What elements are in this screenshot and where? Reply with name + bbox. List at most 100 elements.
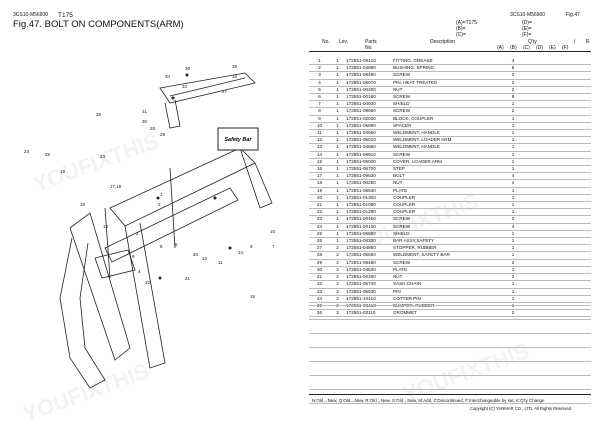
cell-qty-empty (549, 143, 560, 152)
cell-qty-empty (549, 71, 560, 80)
cell-qty-empty (549, 122, 560, 131)
cell-qty-empty (549, 58, 560, 66)
cell-qty-empty (559, 237, 571, 246)
cell-parts-no: 172551-00160 (345, 223, 392, 231)
cell-description: COUPLER (391, 194, 508, 203)
cell-qty-empty (549, 280, 560, 289)
cell-qty-a: 1 (507, 129, 519, 138)
cell-description: BAR ASSY,SAFETY (391, 237, 508, 246)
col-description: Description (430, 39, 456, 45)
cell-qty-empty (549, 288, 560, 296)
cell-qty-a: 2 (507, 79, 519, 87)
cell-qty-a: 4 (507, 58, 519, 66)
cell-qty-empty (528, 288, 540, 296)
copyright: Copyright (C) YANMAR CO., LTD. All Right… (470, 406, 573, 411)
callout-label: 1 (160, 192, 163, 197)
cell-qty-empty (570, 143, 581, 152)
cell-qty-empty (549, 129, 560, 138)
cell-qty-a: 1 (507, 194, 519, 203)
cell-no: 7 (309, 100, 330, 109)
cell-description: PIN (391, 288, 508, 296)
cell-qty-a: 1 (507, 100, 519, 109)
cell-qty-empty (549, 295, 560, 303)
cell-no: 30 (309, 266, 330, 275)
cell-qty-empty (549, 208, 560, 217)
cell-description: BOLT (391, 172, 508, 181)
cell-no: 13 (309, 143, 330, 152)
cell-description: FITTING, GREASE (391, 58, 508, 66)
cell-qty-empty (528, 273, 540, 282)
cell-qty-empty (580, 230, 591, 239)
cell-qty-empty (539, 187, 550, 195)
cell-qty-empty (549, 100, 560, 109)
cell-parts-no: 172551-04930 (345, 100, 392, 109)
cell-qty-empty (518, 136, 529, 145)
cell-parts-no: 172551-04560 (345, 143, 392, 152)
cell-qty-empty (559, 223, 571, 231)
cell-no: 17 (309, 172, 330, 181)
cell-parts-no: 172551-05070 (345, 79, 392, 87)
cell-qty-a: 1 (507, 187, 519, 195)
cell-qty-empty (580, 215, 591, 224)
cell-qty-empty (570, 129, 581, 138)
doc-code-left: 3CS10-M56900 (13, 12, 49, 18)
cell-qty-empty (559, 280, 571, 289)
cell-lev: 1 (329, 71, 346, 80)
cell-parts-no: 172551-00450 (345, 215, 392, 224)
cell-qty-empty (559, 93, 571, 102)
cell-qty-empty (570, 115, 581, 123)
cell-no: 9 (309, 115, 330, 123)
cell-qty-a: 4 (507, 223, 519, 231)
cell-no: 16 (309, 165, 330, 174)
cell-qty-empty (528, 223, 540, 231)
callout-label: 22 (145, 280, 151, 285)
cell-qty-empty (559, 129, 571, 138)
cell-description: BUSHING, SPRING (391, 64, 508, 73)
cell-no: 6 (309, 93, 330, 102)
cell-description: SCREW (391, 223, 508, 231)
cell-qty-empty (559, 122, 571, 131)
fig-label-right: Fig.47 (566, 12, 580, 18)
cell-qty-empty (528, 100, 540, 109)
cell-description: PLATE (391, 187, 508, 195)
cell-qty-empty (539, 237, 550, 246)
cell-qty-empty (518, 71, 529, 80)
variant-f: (F)= (522, 32, 532, 38)
cell-qty-empty (539, 165, 550, 174)
col-qe: (E) (549, 45, 556, 51)
cell-qty-empty (518, 93, 529, 102)
cell-qty-empty (518, 158, 529, 167)
cell-qty-empty (539, 201, 550, 210)
cell-parts-no: 172551-09650 (345, 107, 392, 116)
cell-qty-empty (559, 115, 571, 123)
cell-qty-empty (559, 172, 571, 181)
cell-no: 21 (309, 201, 330, 210)
cell-qty-empty (570, 230, 581, 239)
cell-qty-empty (559, 71, 571, 80)
cell-lev: 2 (329, 295, 346, 303)
cell-qty-empty (528, 129, 540, 138)
cell-description: GROMMET (391, 309, 508, 318)
cell-no: 32 (309, 280, 330, 289)
cell-lev: 1 (329, 151, 346, 159)
callout-label: 24 (24, 149, 30, 154)
cell-description: WELDMENT, SAFETY BAR (391, 251, 508, 260)
cell-qty-empty (570, 187, 581, 195)
cell-qty-empty (580, 179, 591, 188)
cell-qty-empty (559, 266, 571, 275)
cell-qty-empty (549, 151, 560, 159)
cell-qty-empty (570, 194, 581, 203)
col-lev: Lev. (339, 39, 349, 45)
cell-lev: 1 (329, 115, 346, 123)
cell-description: COTTER PIN (391, 295, 508, 303)
cell-parts-no: 172551-01290 (345, 208, 392, 217)
cell-qty-empty (559, 79, 571, 87)
cell-qty-empty (518, 129, 529, 138)
cell-qty-empty (539, 230, 550, 239)
cell-no: 4 (309, 79, 330, 87)
